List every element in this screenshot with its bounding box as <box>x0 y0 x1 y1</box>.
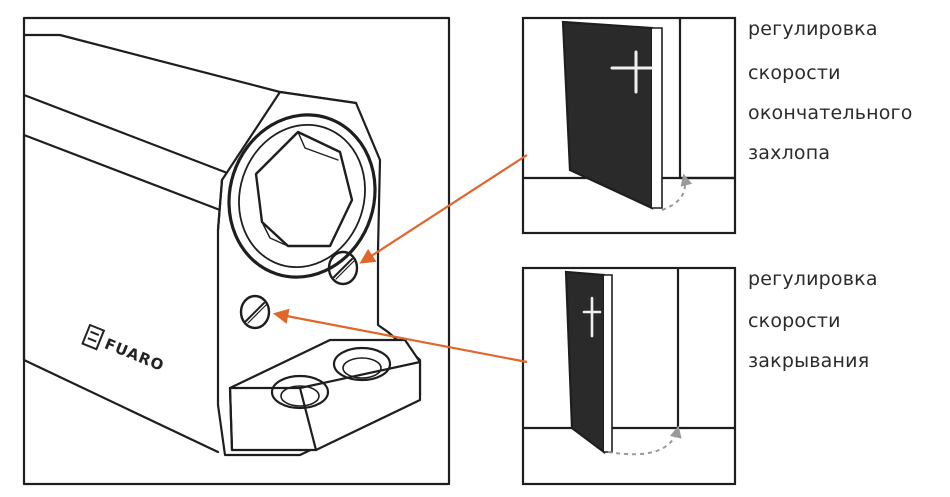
hex-pinion <box>254 130 354 248</box>
caption-closing-speed-line-2: скорости <box>748 310 841 332</box>
caption-closing-speed-line-1: регулировка <box>748 268 878 290</box>
caption-final-slam-line-1: регулировка <box>748 18 878 40</box>
panel-closing-speed-frame <box>521 266 737 486</box>
mounting-hole-2 <box>332 346 392 382</box>
screw-final-slam <box>327 250 359 286</box>
rotation-arrow-closing-speed <box>607 425 682 456</box>
door-handle-icon <box>610 50 654 94</box>
screw-closing-speed <box>239 294 271 330</box>
door-handle-icon-2 <box>582 296 602 338</box>
mounting-plate <box>228 338 422 452</box>
caption-final-slam-line-3: окончательного <box>748 102 913 124</box>
panel-final-slam <box>521 16 737 235</box>
door-closing-speed <box>564 270 606 455</box>
pinion-ring <box>227 113 377 279</box>
leader-arrow-final-slam <box>359 154 528 264</box>
panel-closing-speed <box>521 266 737 486</box>
caption-final-slam-line-2: скорости <box>748 62 841 84</box>
closer-illustration <box>22 16 451 486</box>
mounting-hole-1 <box>270 374 330 410</box>
leader-arrow-closing-speed <box>272 308 528 364</box>
rotation-arrow-final-slam <box>661 173 693 211</box>
brand-logo-mark <box>81 323 106 351</box>
caption-final-slam-line-4: захлопа <box>748 142 831 164</box>
caption-closing-speed-line-3: закрывания <box>748 350 870 372</box>
